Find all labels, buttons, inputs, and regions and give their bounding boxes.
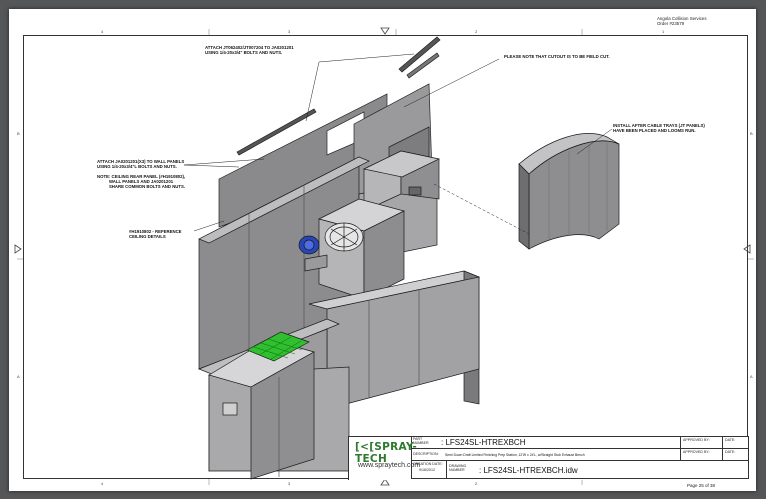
drawing-number: : LFS24SL-HTREXBCH.idw	[479, 466, 578, 475]
approved-label-2: APPROVED BY:	[683, 450, 710, 454]
zone-left-a: A	[17, 374, 20, 379]
header-order: Order #23579	[657, 21, 685, 26]
part-number-cell: PART NUMBER : LFS24SL-HTREXBCH	[411, 437, 681, 449]
zone-right-b: B	[750, 131, 753, 136]
website: www.spraytech.com	[358, 462, 421, 469]
note-cutout: PLEASE NOTE THAT CUTOUT IS TO BE FIELD C…	[504, 54, 610, 59]
date-label-2: DATE:	[725, 450, 736, 454]
description-cell: DESCRIPTION: Semi Down Draft Limited Fin…	[411, 449, 681, 461]
zone-left-b: B	[17, 131, 20, 136]
note-attach-wall: ATTACH JA0201201(X3) TO WALL PANELS USIN…	[97, 159, 185, 170]
description-text: Semi Down Draft Limited Finishing Prep S…	[445, 453, 585, 457]
date-label-1: DATE:	[725, 438, 736, 442]
page-number: Page 25 of 38	[687, 483, 716, 488]
date-cell-1: DATE:	[723, 437, 749, 449]
part-number: : LFS24SL-HTREXBCH	[441, 438, 526, 447]
spray-tech-logo: [<[SPRAY-TECH www.spraytech.com	[349, 437, 420, 479]
zone-bottom-3: 3	[288, 481, 291, 486]
creation-label: CREATION DATE:	[413, 462, 443, 466]
zone-top-2: 2	[475, 29, 478, 34]
description-label: DESCRIPTION:	[413, 452, 439, 456]
zone-top-1: 1	[662, 29, 665, 34]
brand-name: [<[SPRAY-TECH	[355, 441, 417, 465]
note-install-after: INSTALL AFTER CABLE TRAYS (JT PANELS) HA…	[613, 123, 705, 134]
creation-date: 9/16/2012	[419, 468, 435, 472]
note-ceiling-panel: NOTE: CEILING REAR PANEL (#H1910802), WA…	[97, 174, 186, 190]
zone-right-a: A	[750, 374, 753, 379]
note-reference: #H1910802 - REFERENCE CEILING DETAILS	[129, 229, 182, 240]
approved-label-1: APPROVED BY:	[683, 438, 710, 442]
drawing-label: DRAWING NUMBER	[449, 464, 467, 472]
part-label: PART NUMBER	[413, 437, 429, 445]
date-cell-2: DATE:	[723, 449, 749, 461]
drawing-sheet: Angola Collision Services Order #23579 4…	[9, 9, 756, 491]
drawing-number-cell: DRAWING NUMBER : LFS24SL-HTREXBCH.idw	[447, 461, 749, 479]
zone-bottom-4: 4	[101, 481, 104, 486]
zone-bottom-2: 2	[475, 481, 478, 486]
approved-cell-2: APPROVED BY:	[681, 449, 723, 461]
note-attach-rails: ATTACH JT062402/JT007204 TO JA0201201 US…	[205, 45, 294, 56]
assembly-drawing	[14, 27, 754, 486]
title-block: [<[SPRAY-TECH www.spraytech.com PART NUM…	[348, 436, 749, 480]
creation-date-cell: CREATION DATE: 9/16/2012	[411, 461, 447, 479]
zone-top-3: 3	[288, 29, 291, 34]
header-company: Angola Collision Services	[657, 16, 707, 21]
approved-cell-1: APPROVED BY:	[681, 437, 723, 449]
zone-top-4: 4	[101, 29, 104, 34]
